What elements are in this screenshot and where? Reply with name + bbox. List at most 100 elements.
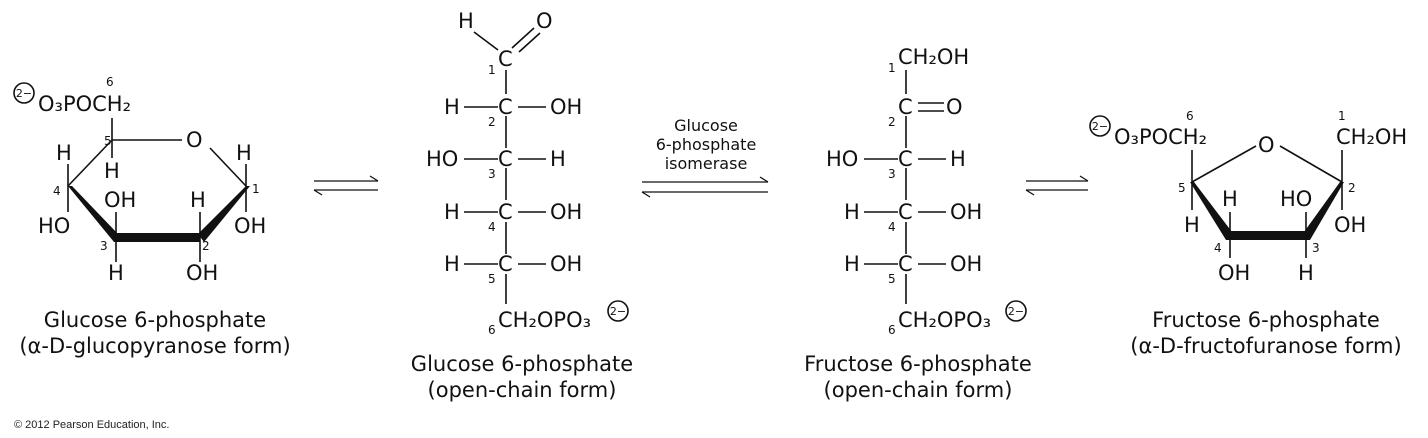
c2-h-label: H bbox=[190, 188, 206, 212]
carbon-number-3: 3 bbox=[888, 167, 896, 181]
c1-head-label: CH₂OH bbox=[898, 45, 969, 69]
carbon-number-3: 3 bbox=[1312, 241, 1320, 255]
carbon-number-6: 6 bbox=[1186, 109, 1194, 123]
c3-h-label: H bbox=[550, 147, 566, 171]
caption-glucose-ring-line1: Glucose 6-phosphate bbox=[44, 308, 266, 332]
phosphate-group-label: O₃POCH₂ bbox=[38, 92, 131, 116]
carbon-number-5: 5 bbox=[1178, 181, 1186, 195]
c3-oh-label: OH bbox=[104, 188, 136, 212]
charge-circle bbox=[1089, 115, 1111, 137]
charge-label: 2− bbox=[1008, 305, 1024, 318]
ring-oxygen-label: O bbox=[1258, 133, 1275, 157]
charge-circle bbox=[1005, 300, 1027, 322]
carbon-number-5: 5 bbox=[104, 134, 112, 148]
carbon-number-2: 2 bbox=[888, 115, 896, 129]
c5-h-label: H bbox=[104, 159, 120, 183]
c4-oh-label: OH bbox=[1218, 261, 1250, 285]
carbon-number-2: 2 bbox=[488, 115, 496, 129]
carbon-number-4: 4 bbox=[1214, 241, 1222, 255]
carbon-number-4: 4 bbox=[488, 220, 496, 234]
bold-bond-c3-c2 bbox=[114, 233, 200, 242]
carbon-number-4: 4 bbox=[888, 220, 896, 234]
caption-fructose-ring-line2: (α-D-fructofuranose form) bbox=[1130, 334, 1401, 358]
carbon-number-6: 6 bbox=[488, 323, 496, 337]
c1-label: C bbox=[498, 47, 513, 71]
c4-oh-label: OH bbox=[950, 200, 982, 224]
phosphate-group-label: O₃POCH₂ bbox=[1114, 125, 1207, 149]
caption-glucose-ring-line2: (α-D-glucopyranose form) bbox=[19, 334, 290, 358]
double-bond-b bbox=[518, 32, 541, 53]
c2-h-label: H bbox=[444, 95, 460, 119]
charge-label: 2− bbox=[16, 87, 32, 100]
aldehyde-o-label: O bbox=[536, 9, 553, 33]
c4-oh-label: OH bbox=[550, 200, 582, 224]
c3-label: C bbox=[498, 147, 513, 171]
carbon-number-2: 2 bbox=[202, 239, 210, 253]
carbon-number-2: 2 bbox=[1348, 181, 1356, 195]
enzyme-label-line2: 6-phosphate bbox=[656, 135, 757, 154]
wedge-c1-c2 bbox=[198, 186, 250, 242]
c2-oh-label: OH bbox=[186, 261, 218, 285]
carbon-number-6: 6 bbox=[106, 75, 114, 89]
c1-h-label: H bbox=[236, 141, 252, 165]
c4-h-label: H bbox=[1222, 187, 1238, 211]
c5-oh-label: OH bbox=[550, 252, 582, 276]
c3-ho-label: HO bbox=[426, 147, 458, 171]
c3-ho-label: HO bbox=[1280, 187, 1312, 211]
carbon-number-1: 1 bbox=[1338, 109, 1346, 123]
c6-tail-label: CH₂OPO₃ bbox=[498, 308, 591, 332]
c6-tail-label: CH₂OPO₃ bbox=[898, 308, 991, 332]
charge-circle bbox=[607, 300, 629, 322]
bond-o-c1 bbox=[209, 147, 247, 187]
charge-label: 2− bbox=[1092, 120, 1108, 133]
c5-h-label: H bbox=[444, 252, 460, 276]
c3-h-label: H bbox=[108, 261, 124, 285]
wedge-c5-c4 bbox=[1190, 182, 1232, 240]
c5-h-label: H bbox=[1184, 213, 1200, 237]
c3-label: C bbox=[898, 147, 913, 171]
bond-h-c1 bbox=[473, 31, 499, 51]
c4-h-label: H bbox=[444, 200, 460, 224]
glucose-pyranose-structure: 2− O₃POCH₂ 6 O 5 4 1 3 2 H H HO OH H H O… bbox=[13, 75, 291, 358]
fructose-open-chain-structure: 1 CH₂OH C 2 O HO C 3 H H C 4 OH H C 5 OH… bbox=[804, 45, 1032, 402]
carbon-number-3: 3 bbox=[488, 167, 496, 181]
caption-fructose-ring-line1: Fructose 6-phosphate bbox=[1152, 308, 1380, 332]
equilibrium-arrow-3 bbox=[1025, 175, 1089, 196]
c2-oh-label: OH bbox=[550, 95, 582, 119]
copyright-notice: © 2012 Pearson Education, Inc. bbox=[14, 419, 169, 431]
c3-ho-label: HO bbox=[826, 147, 858, 171]
equilibrium-arrow-1 bbox=[313, 175, 379, 196]
c2-oh-label: OH bbox=[1334, 213, 1366, 237]
charge-circle bbox=[13, 82, 35, 104]
caption-glucose-open-line2: (open-chain form) bbox=[428, 378, 617, 402]
carbon-number-5: 5 bbox=[488, 272, 496, 286]
charge-label: 2− bbox=[610, 305, 626, 318]
c3-h-label: H bbox=[1298, 261, 1314, 285]
carbon-number-4: 4 bbox=[53, 184, 61, 198]
carbon-number-1: 1 bbox=[488, 63, 496, 77]
bond-c5-o bbox=[1191, 145, 1257, 183]
c3-h-label: H bbox=[950, 147, 966, 171]
bond-c5-c4 bbox=[67, 139, 113, 187]
ketone-o-label: O bbox=[946, 95, 963, 119]
carbon-number-1: 1 bbox=[888, 61, 896, 75]
caption-fructose-open-line2: (open-chain form) bbox=[824, 378, 1013, 402]
bond-o-c2 bbox=[1279, 145, 1343, 183]
enzyme-label-line1: Glucose bbox=[674, 116, 738, 135]
ring-oxygen-label: O bbox=[186, 128, 203, 152]
carbon-number-3: 3 bbox=[100, 239, 108, 253]
c4-label: C bbox=[898, 200, 913, 224]
wedge-c2-c3 bbox=[1304, 182, 1344, 240]
carbon-number-6: 6 bbox=[888, 323, 896, 337]
c4-label: C bbox=[498, 200, 513, 224]
glucose-open-chain-structure: H O C 1 H C 2 OH HO C 3 H H C 4 OH H bbox=[411, 9, 633, 402]
carbon-number-5: 5 bbox=[888, 272, 896, 286]
caption-glucose-open-line1: Glucose 6-phosphate bbox=[411, 352, 633, 376]
c2-label: C bbox=[898, 95, 913, 119]
c5-label: C bbox=[498, 252, 513, 276]
c2-label: C bbox=[498, 95, 513, 119]
double-bond-a bbox=[511, 27, 535, 49]
wedge-c4-c3 bbox=[68, 186, 118, 242]
